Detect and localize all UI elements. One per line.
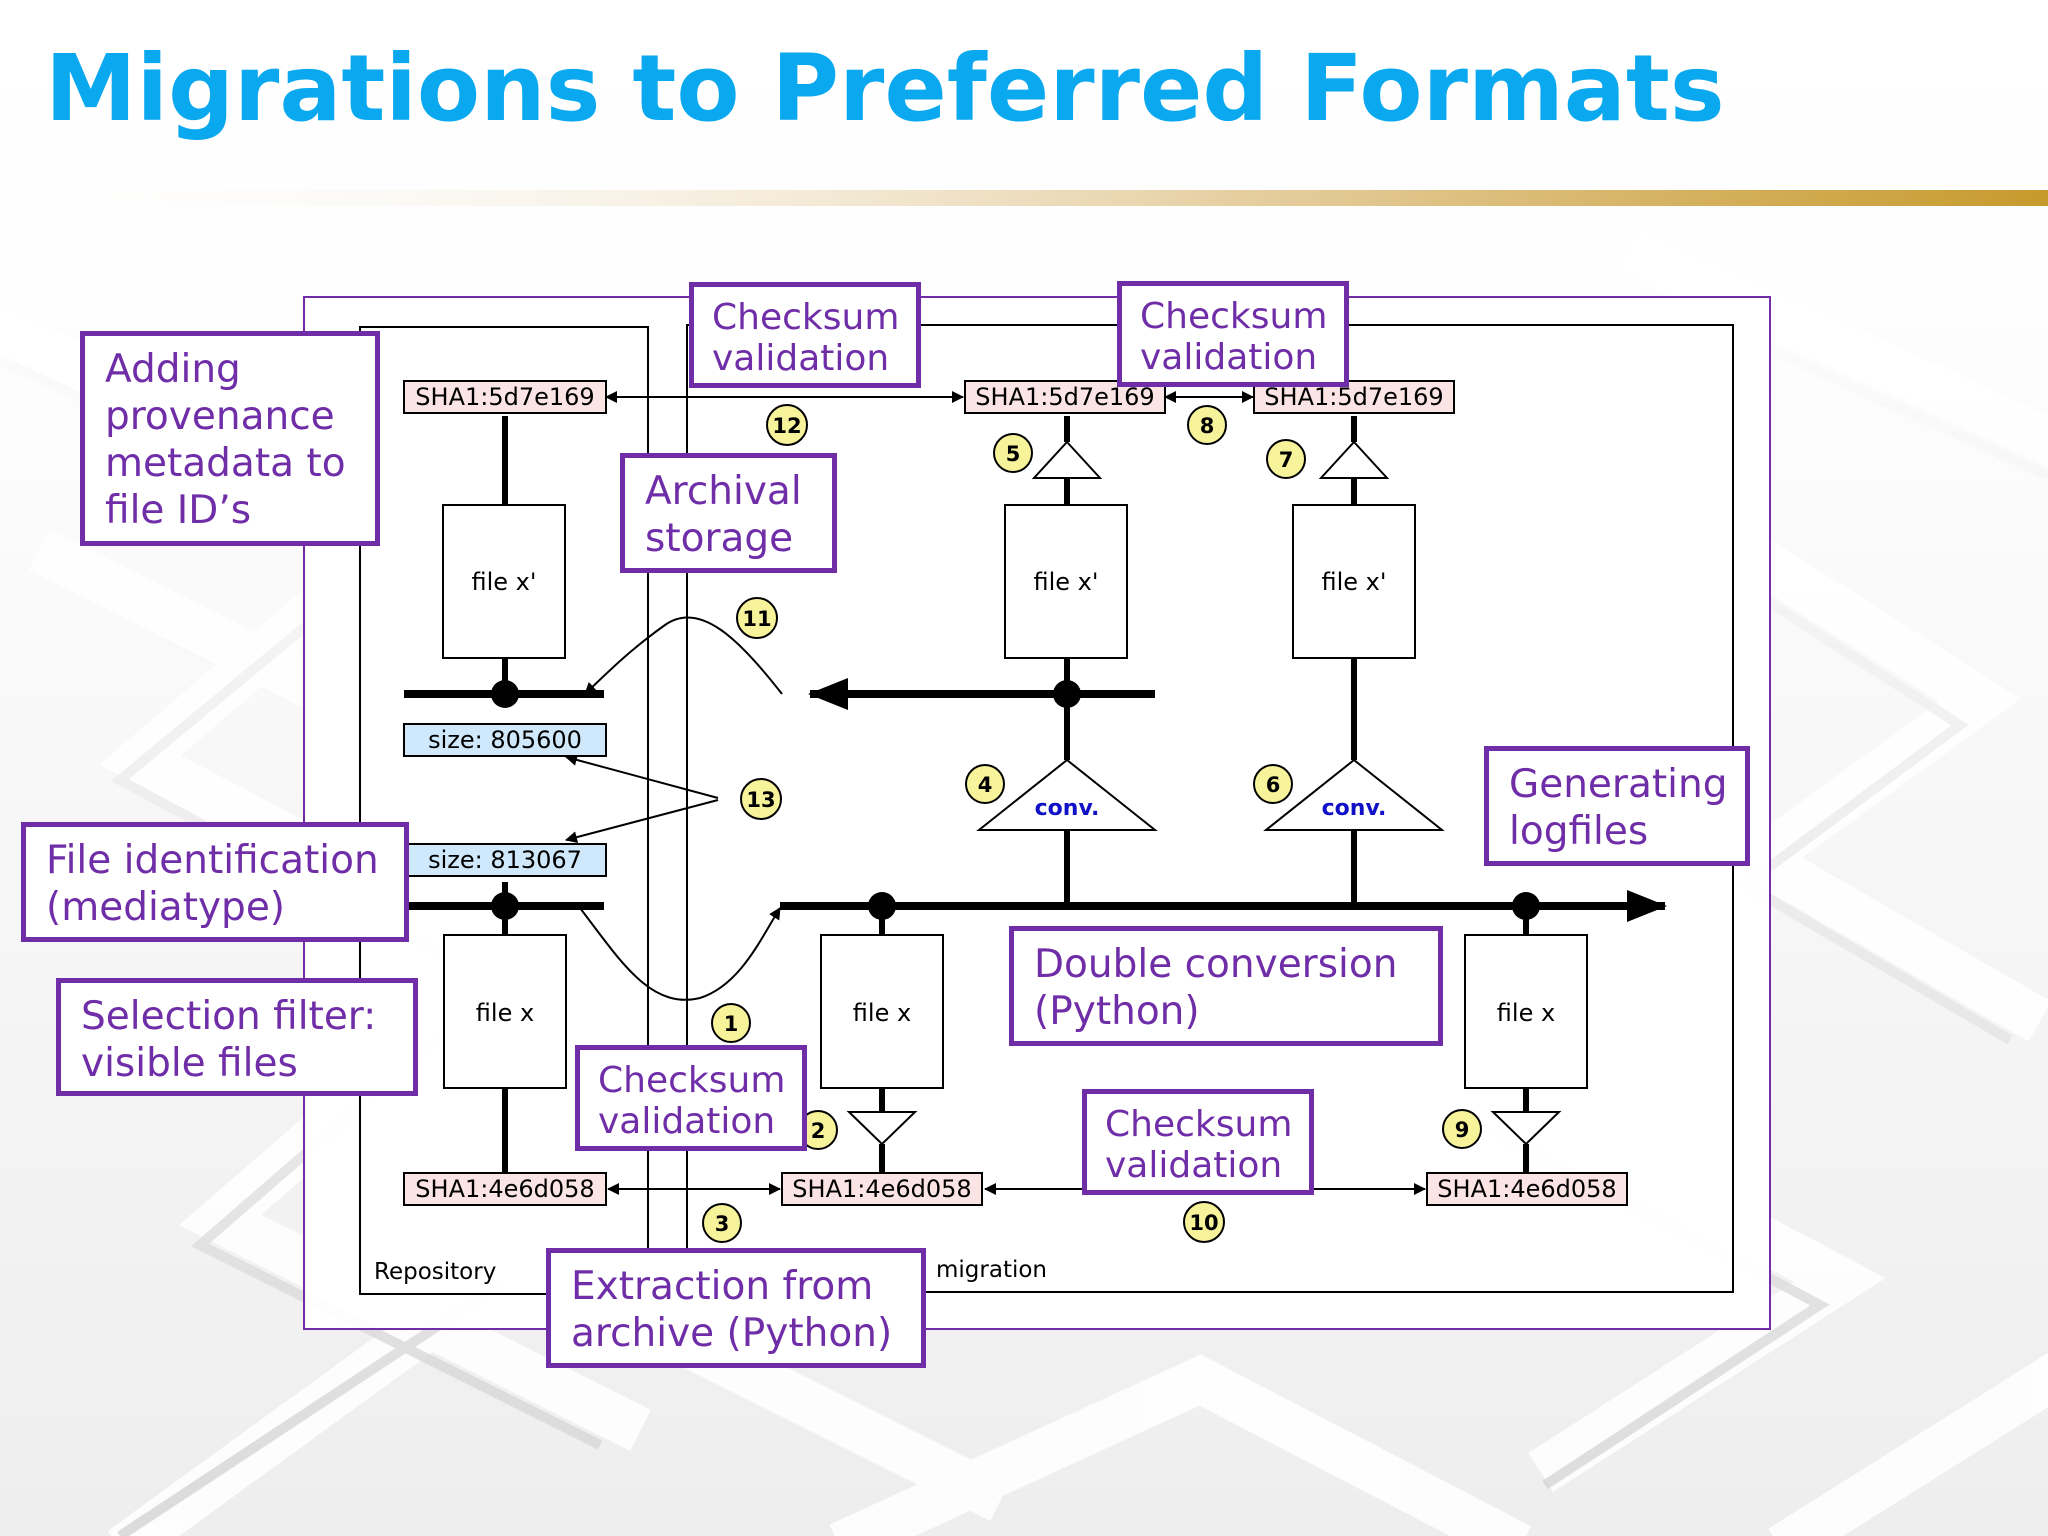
callout-checksum-1: Checksum validation [689,282,921,388]
repository-region [359,326,649,1295]
step-1: 1 [724,1012,739,1036]
hash-triangle-7 [1318,440,1390,479]
sha-repo-new: SHA1:5d7e169 [415,383,594,411]
file-repo-converted: file x' [472,568,537,596]
converter-triangle-2 [1263,758,1445,831]
repository-label: Repository [374,1259,496,1285]
callout-checksum-3: Checksum validation [575,1045,807,1151]
hash-triangle-2 [846,1111,918,1146]
step-13: 13 [746,788,775,812]
hash-triangle-5 [1031,440,1103,479]
callout-file-identification: File identification (mediatype) [21,822,409,942]
slide-title: Migrations to Preferred Formats [45,35,1725,142]
file-mig-original-1: file x [853,999,911,1027]
step-7: 7 [1279,448,1294,472]
step-2: 2 [811,1119,826,1143]
step-4: 4 [978,773,993,797]
step-10: 10 [1189,1211,1218,1235]
file-mig-converted-2: file x' [1322,568,1387,596]
sha-mig-orig-1: SHA1:4e6d058 [792,1175,971,1203]
step-8: 8 [1200,414,1215,438]
step-3: 3 [715,1212,730,1236]
callout-logfiles: Generating logfiles [1484,746,1750,866]
migration-label: migration [936,1257,1047,1283]
converter-triangle-1 [976,758,1158,831]
step-11: 11 [742,607,771,631]
step-9: 9 [1455,1118,1470,1142]
accent-bar [0,190,2048,206]
callout-archival-storage: Archival storage [620,453,837,573]
step-12: 12 [772,414,801,438]
file-repo-original: file x [476,999,534,1027]
callout-extraction: Extraction from archive (Python) [546,1248,926,1368]
file-mig-original-2: file x [1497,999,1555,1027]
conv-label-2: conv. [1322,796,1387,821]
size-new: size: 805600 [428,726,582,754]
sha-repo-orig: SHA1:4e6d058 [415,1175,594,1203]
callout-double-conversion: Double conversion (Python) [1009,926,1443,1046]
callout-checksum-4: Checksum validation [1082,1089,1314,1195]
file-mig-converted-1: file x' [1034,568,1099,596]
callout-checksum-2: Checksum validation [1117,281,1349,387]
hash-triangle-9 [1490,1111,1562,1146]
step-6: 6 [1266,773,1281,797]
conv-label-1: conv. [1035,796,1100,821]
callout-selection-filter: Selection filter: visible files [56,978,418,1096]
sha-mig-new-2: SHA1:5d7e169 [1264,383,1443,411]
size-orig: size: 813067 [428,846,582,874]
sha-mig-new-1: SHA1:5d7e169 [975,383,1154,411]
sha-mig-orig-2: SHA1:4e6d058 [1437,1175,1616,1203]
callout-provenance: Adding provenance metadata to file ID’s [80,331,380,546]
step-5: 5 [1006,442,1021,466]
